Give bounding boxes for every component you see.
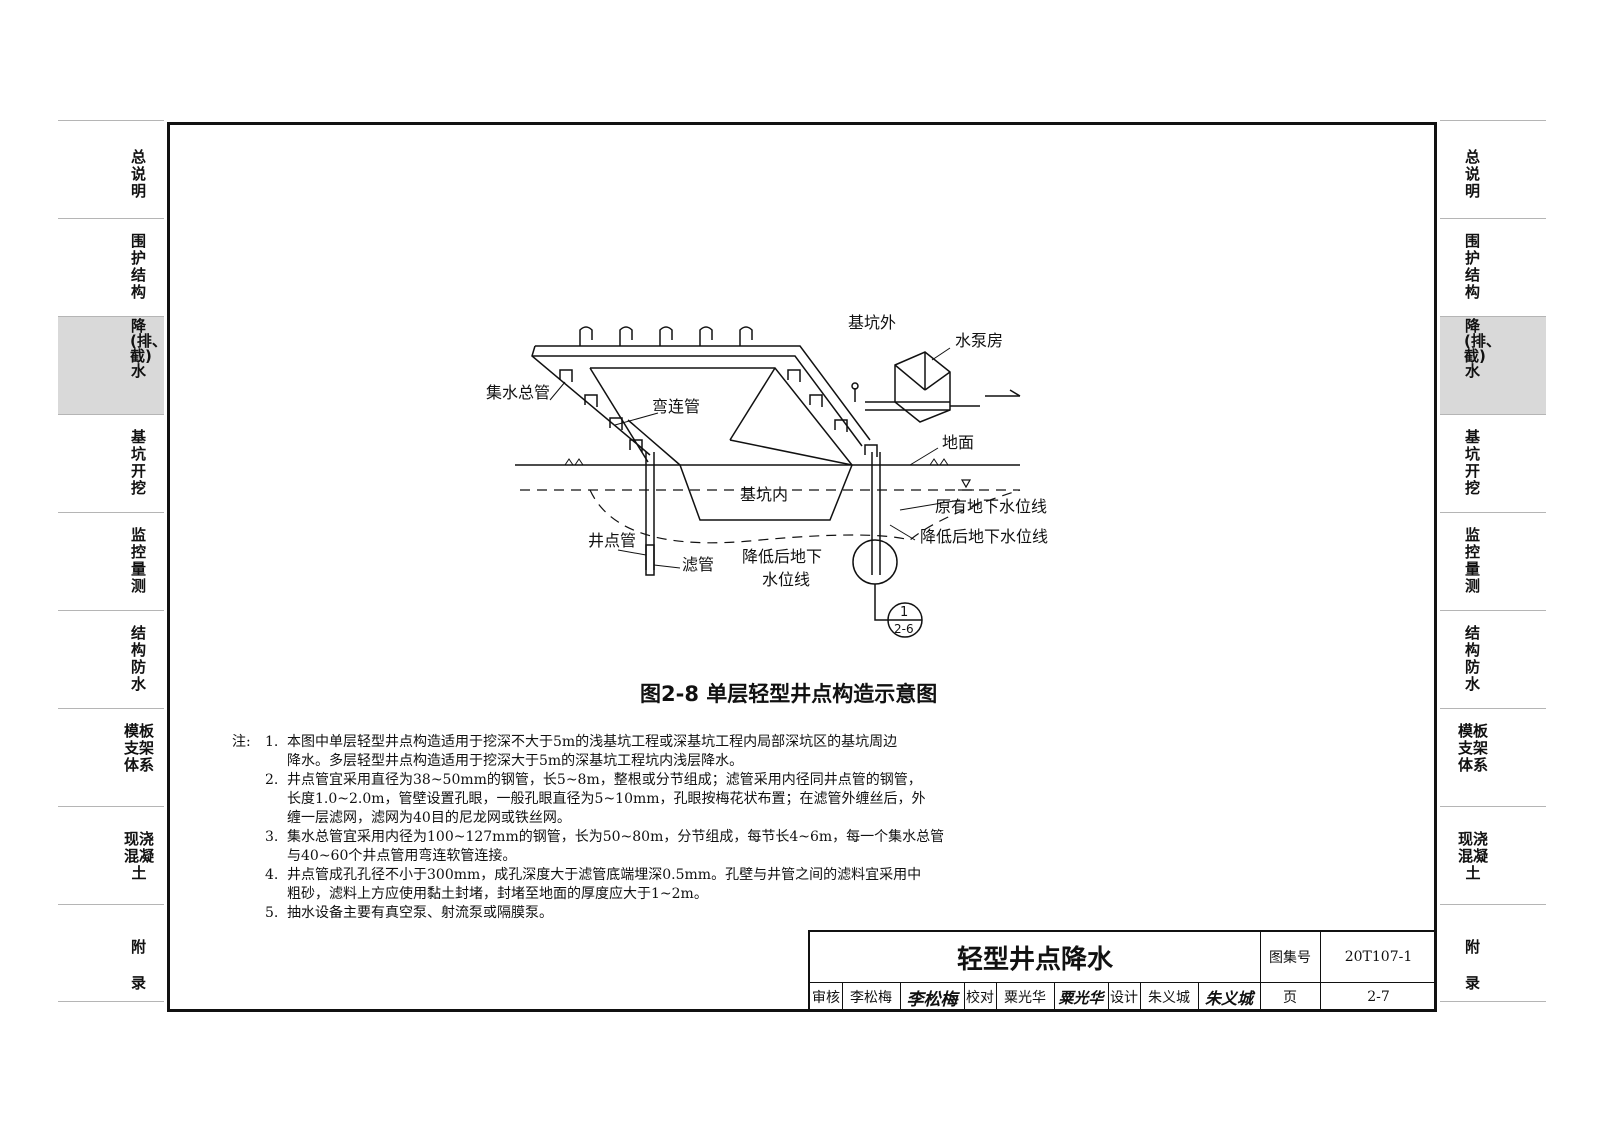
side-tab-label: 总说明 — [130, 148, 146, 200]
title-block: 轻型井点降水 图集号 20T107-1 审核 李松梅 李松梅 校对 粟光华 粟光… — [808, 930, 1437, 1012]
note-number: 4. — [265, 867, 279, 883]
figure-caption: 图2-8 单层轻型井点构造示意图 — [640, 682, 938, 706]
side-tab-dewatering[interactable]: 降(排、截)水 — [1440, 316, 1546, 414]
lowered-water-table-curve — [589, 489, 1021, 544]
notes-heading: 注: — [232, 734, 251, 750]
side-tab-formwork[interactable]: 模板支架体系 — [1440, 708, 1546, 806]
side-tab-label: 监控量测 — [130, 526, 146, 595]
side-tab-label: 现浇混凝土 — [1457, 830, 1488, 882]
side-tab-label: 基坑开挖 — [1464, 428, 1480, 497]
side-tab-label: 模板支架体系 — [1457, 722, 1488, 774]
detail-index-top: 1 — [900, 605, 908, 620]
left-filter-pipe — [645, 544, 655, 576]
detail-index-bottom: 2-6 — [894, 622, 914, 636]
side-tab-label: 总说明 — [1464, 148, 1480, 200]
side-tab-dewatering[interactable]: 降(排、截)水 — [58, 316, 167, 414]
note-number: 5. — [265, 905, 279, 921]
note-line: 长度1.0~2.0m，管壁设置孔眼，一般孔眼直径为5~10mm，孔眼按梅花状布置… — [287, 791, 926, 807]
checker-name: 粟光华 — [1004, 990, 1046, 1006]
note-item: 3. 集水总管宜采用内径为100~127mm的钢管，长为50~80m，分节组成，… — [265, 828, 944, 866]
drawing-title: 轻型井点降水 — [956, 944, 1113, 975]
side-tab-label: 结构防水 — [130, 624, 146, 693]
side-tab-excavation[interactable]: 基坑开挖 — [58, 414, 164, 512]
page-number: 2-7 — [1367, 989, 1390, 1005]
label-original-water-table: 原有地下水位线 — [935, 497, 1047, 516]
note-line: 井点管成孔孔径不小于300mm，成孔深度大于滤管底端埋深0.5mm。孔壁与井管之… — [287, 867, 922, 883]
label-lowered-table-2: 水位线 — [762, 570, 810, 589]
atlas-number: 20T107-1 — [1344, 949, 1413, 965]
side-tab-concrete[interactable]: 现浇混凝土 — [58, 806, 164, 904]
note-line: 井点管宜采用直径为38~50mm的钢管，长5~8m，整根或分节组成；滤管采用内径… — [287, 772, 922, 788]
note-item: 1. 本图中单层轻型井点构造适用于挖深不大于5m的浅基坑工程或深基坑工程内局部深… — [265, 733, 897, 771]
side-tab-concrete[interactable]: 现浇混凝土 — [1440, 806, 1546, 904]
side-tab-general[interactable]: 总说明 — [1440, 120, 1546, 218]
side-tab-label: 降(排、截)水 — [130, 317, 167, 380]
label-outside-pit: 基坑外 — [848, 313, 896, 332]
side-tab-excavation[interactable]: 基坑开挖 — [1440, 414, 1546, 512]
label-well-point-pipe: 井点管 — [588, 531, 636, 550]
side-tab-general[interactable]: 总说明 — [58, 120, 164, 218]
note-number: 3. — [265, 829, 279, 845]
designer-name: 朱义城 — [1148, 990, 1190, 1006]
note-line: 与40~60个井点管用弯连软管连接。 — [287, 848, 517, 864]
note-item: 5. 抽水设备主要有真空泵、射流泵或隔膜泵。 — [265, 904, 553, 923]
note-item: 2. 井点管宜采用直径为38~50mm的钢管，长5~8m，整根或分节组成；滤管采… — [265, 771, 926, 828]
label-header-pipe: 集水总管 — [486, 383, 550, 402]
detail-circle — [852, 539, 898, 585]
note-line: 本图中单层轻型井点构造适用于挖深不大于5m的浅基坑工程或深基坑工程内局部深坑区的… — [287, 734, 898, 750]
drawing-frame — [167, 122, 1437, 1012]
side-tab-retaining[interactable]: 围护结构 — [58, 218, 164, 316]
checker-signature: 粟光华 — [1058, 988, 1104, 1007]
side-tab-label: 围护结构 — [130, 232, 146, 301]
side-tab-retaining[interactable]: 围护结构 — [1440, 218, 1546, 316]
note-line: 降水。多层轻型井点构造适用于挖深大于5m的深基坑工程坑内浅层降水。 — [287, 753, 744, 769]
reviewer-signature: 李松梅 — [906, 989, 958, 1010]
side-tab-label: 附录 — [130, 938, 146, 992]
label-lowered-water-table: 降低后地下水位线 — [920, 527, 1048, 546]
side-tab-label: 现浇混凝土 — [123, 830, 154, 882]
label-filter-pipe: 滤管 — [682, 555, 714, 574]
atlas-label: 图集号 — [1269, 950, 1311, 966]
side-tab-label: 监控量测 — [1464, 526, 1480, 595]
design-label: 设计 — [1110, 990, 1138, 1006]
note-line: 缠一层滤网，滤网为40目的尼龙网或铁丝网。 — [287, 810, 571, 826]
side-tab-label: 围护结构 — [1464, 232, 1480, 301]
review-label: 审核 — [812, 990, 840, 1006]
header-pipe — [535, 345, 871, 441]
side-tab-label: 模板支架体系 — [123, 722, 154, 774]
side-tab-waterproof[interactable]: 结构防水 — [1440, 610, 1546, 708]
check-label: 校对 — [966, 990, 994, 1006]
designer-signature: 朱义城 — [1204, 989, 1253, 1008]
label-bend-pipe: 弯连管 — [652, 397, 700, 416]
note-line: 粗砂，滤料上方应使用黏土封堵，封堵至地面的厚度应大于1~2m。 — [287, 886, 708, 902]
note-line: 抽水设备主要有真空泵、射流泵或隔膜泵。 — [287, 905, 553, 921]
label-inside-pit: 基坑内 — [740, 485, 788, 504]
side-tab-appendix[interactable]: 附录 — [1440, 904, 1546, 1002]
note-line: 集水总管宜采用内径为100~127mm的钢管，长为50~80m，分节组成，每节长… — [287, 829, 945, 845]
note-item: 4. 井点管成孔孔径不小于300mm，成孔深度大于滤管底端埋深0.5mm。孔壁与… — [265, 866, 921, 904]
note-number: 2. — [265, 772, 279, 788]
page-label: 页 — [1283, 990, 1297, 1006]
side-tab-formwork[interactable]: 模板支架体系 — [58, 708, 164, 806]
reviewer-name: 李松梅 — [850, 990, 892, 1006]
note-number: 1. — [265, 734, 279, 750]
label-pump-house: 水泵房 — [955, 331, 1003, 350]
side-tab-monitoring[interactable]: 监控量测 — [58, 512, 164, 610]
side-tab-label: 基坑开挖 — [130, 428, 146, 497]
side-tab-label: 降(排、截)水 — [1464, 317, 1501, 380]
side-tab-appendix[interactable]: 附录 — [58, 904, 164, 1002]
label-lowered-table-1: 降低后地下 — [742, 547, 822, 566]
side-tab-waterproof[interactable]: 结构防水 — [58, 610, 164, 708]
side-tab-label: 附录 — [1464, 938, 1480, 992]
well-point-diagram: 基坑外 水泵房 集水总管 弯连管 地面 基坑内 原有地下水位线 降低后地下水位线… — [486, 313, 1048, 638]
side-tab-monitoring[interactable]: 监控量测 — [1440, 512, 1546, 610]
label-ground: 地面 — [942, 433, 974, 452]
side-tab-label: 结构防水 — [1464, 624, 1480, 693]
